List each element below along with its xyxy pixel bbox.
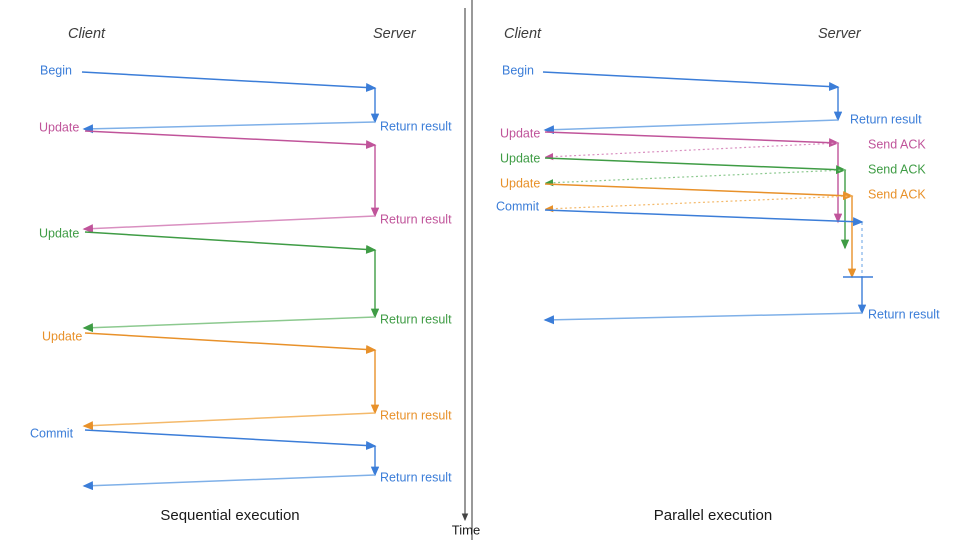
- message-arrow-ack-3[interactable]: [544, 142, 839, 161]
- message-label-9: Return result: [868, 307, 940, 321]
- message-arrow-request-6[interactable]: [84, 332, 377, 354]
- client-actor-label-sequential: Client: [68, 26, 106, 42]
- message-arrow-response-1[interactable]: [543, 119, 839, 135]
- message-arrow-request-8[interactable]: [84, 429, 377, 450]
- message-arrow-request-8[interactable]: [544, 209, 864, 227]
- message-arrow-request-6[interactable]: [544, 183, 854, 201]
- message-arrow-request-2[interactable]: [544, 131, 840, 148]
- message-label-0: Begin: [502, 63, 534, 77]
- message-arrow-request-2[interactable]: [84, 130, 377, 150]
- time-axis-label: Time: [452, 522, 480, 537]
- message-arrow-request-4[interactable]: [544, 157, 847, 175]
- panel-caption-parallel: Parallel execution: [654, 507, 772, 524]
- message-arrow-ack-7[interactable]: [544, 195, 853, 213]
- client-actor-label-parallel: Client: [504, 26, 542, 42]
- message-label-6: Update: [42, 329, 82, 343]
- message-label-9: Return result: [380, 470, 452, 484]
- message-arrow-response-1[interactable]: [82, 121, 376, 134]
- message-arrow-response-9[interactable]: [82, 474, 376, 491]
- message-label-5: Return result: [380, 312, 452, 326]
- panel-caption-sequential: Sequential execution: [160, 507, 299, 524]
- message-arrow-request-0[interactable]: [542, 71, 840, 92]
- message-label-7: Send ACK: [868, 187, 926, 201]
- message-label-7: Return result: [380, 408, 452, 422]
- message-arrow-ack-5[interactable]: [544, 169, 846, 187]
- message-label-6: Update: [500, 176, 540, 190]
- message-label-2: Update: [39, 120, 79, 134]
- message-arrow-response-7[interactable]: [82, 412, 376, 431]
- message-arrow-response-5[interactable]: [82, 316, 376, 333]
- message-label-0: Begin: [40, 63, 72, 77]
- message-label-1: Return result: [380, 119, 452, 133]
- message-arrow-response-9[interactable]: [543, 312, 863, 325]
- message-label-2: Update: [500, 126, 540, 140]
- time-axis: Time: [452, 8, 480, 537]
- message-label-3: Send ACK: [868, 137, 926, 151]
- message-label-1: Return result: [850, 112, 922, 126]
- message-label-8: Commit: [30, 426, 74, 440]
- message-arrow-request-0[interactable]: [81, 71, 377, 93]
- message-label-4: Update: [39, 226, 79, 240]
- server-actor-label-sequential: Server: [373, 26, 417, 42]
- message-arrow-request-4[interactable]: [84, 231, 377, 254]
- message-arrow-response-3[interactable]: [82, 215, 376, 234]
- server-actor-label-parallel: Server: [818, 26, 862, 42]
- message-label-5: Send ACK: [868, 162, 926, 176]
- message-label-4: Update: [500, 151, 540, 165]
- message-label-8: Commit: [496, 199, 540, 213]
- message-label-3: Return result: [380, 212, 452, 226]
